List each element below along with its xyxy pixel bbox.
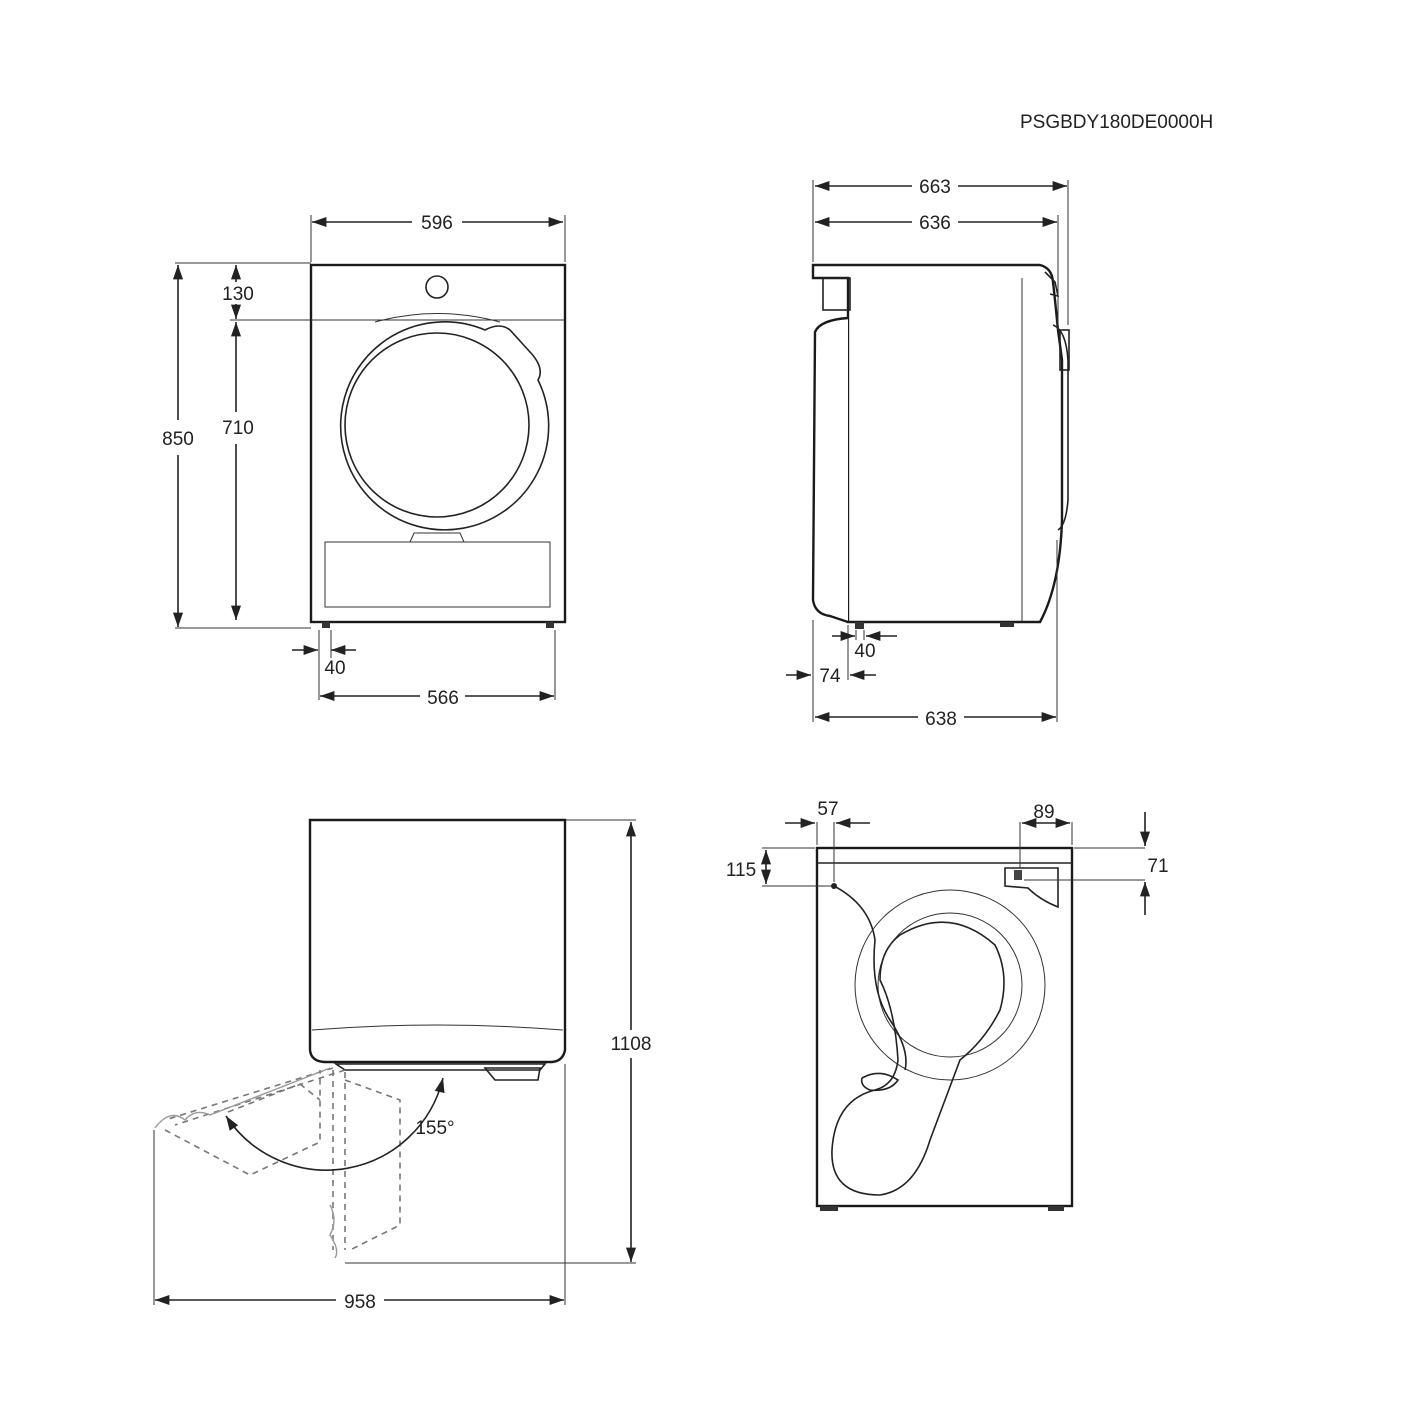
top-view: 155° 1108 958 [153, 818, 652, 1313]
rear-foot-left [820, 1206, 838, 1211]
side-view: 663 636 40 74 638 [786, 177, 1070, 730]
dim-door-angle: 155° [415, 1118, 454, 1139]
door-side-box [344, 1079, 401, 1251]
rear-view: 57 89 115 71 [726, 799, 1169, 1211]
side-vent [822, 277, 851, 311]
front-foot-right [546, 622, 554, 628]
door-angle-arc [225, 1077, 445, 1171]
door-outer [339, 321, 550, 531]
door-open-edge [164, 1067, 346, 1126]
dim-top-depth: 1108 [611, 1034, 652, 1055]
front-foot-left [322, 622, 330, 628]
rear-cable-entry [831, 883, 837, 889]
door-side-edge [332, 1070, 346, 1250]
dim-rear-cable-height: 115 [726, 860, 756, 881]
front-plinth [324, 541, 551, 608]
rear-drain-duct [831, 921, 1005, 1196]
dim-top-panel: 130 [222, 284, 254, 305]
dim-side-depth-663: 663 [919, 177, 951, 198]
door-top-edge [374, 313, 501, 323]
door-glass [344, 332, 530, 518]
door-side-outline [329, 1204, 338, 1259]
plinth-handle [409, 532, 465, 543]
side-cabinet [811, 263, 1064, 624]
rear-foot-right [1048, 1206, 1064, 1211]
dim-front-foot: 40 [324, 658, 345, 679]
dim-top-span: 958 [344, 1292, 376, 1313]
rear-hose-coil [860, 1072, 900, 1092]
door-open-outline [154, 1067, 331, 1129]
rear-drum-outer [854, 889, 1046, 1081]
dim-rear-cable-offset: 57 [817, 799, 838, 820]
dim-side-depth-636: 636 [919, 213, 951, 234]
side-rear-panel [811, 316, 849, 624]
top-cabinet [308, 818, 567, 1064]
rear-outlet-bracket [1004, 867, 1059, 909]
top-front-curve [311, 1024, 564, 1031]
door-open-box [164, 1070, 321, 1176]
dim-side-offset: 74 [819, 666, 841, 687]
dim-feet-span: 566 [427, 688, 459, 709]
side-foot-rear [855, 622, 864, 629]
top-door-handle [483, 1067, 541, 1081]
dim-rear-outlet-offset: 89 [1033, 802, 1054, 823]
dim-side-depth-638: 638 [925, 709, 957, 730]
dim-front-width: 596 [421, 213, 453, 234]
side-knob-profile [1044, 271, 1060, 298]
rear-outlet-hole [1014, 870, 1022, 880]
door-open-inner [227, 1083, 321, 1113]
dim-side-foot: 40 [854, 641, 875, 662]
front-cabinet [309, 263, 567, 624]
rear-power-cable [833, 885, 907, 1071]
top-door-closed [333, 1063, 547, 1071]
side-door-hinge [1059, 329, 1070, 371]
side-foot-front [1000, 622, 1014, 627]
model-code: PSGBDY180DE0000H [1020, 112, 1213, 133]
rear-cabinet [815, 846, 1074, 1208]
program-knob [425, 275, 449, 299]
front-view: 596 850 130 710 40 566 [162, 213, 567, 709]
dim-door-height: 710 [222, 418, 254, 439]
dim-rear-outlet-height: 71 [1147, 856, 1168, 877]
dim-front-height: 850 [162, 429, 194, 450]
rear-drum-inner [877, 912, 1023, 1058]
